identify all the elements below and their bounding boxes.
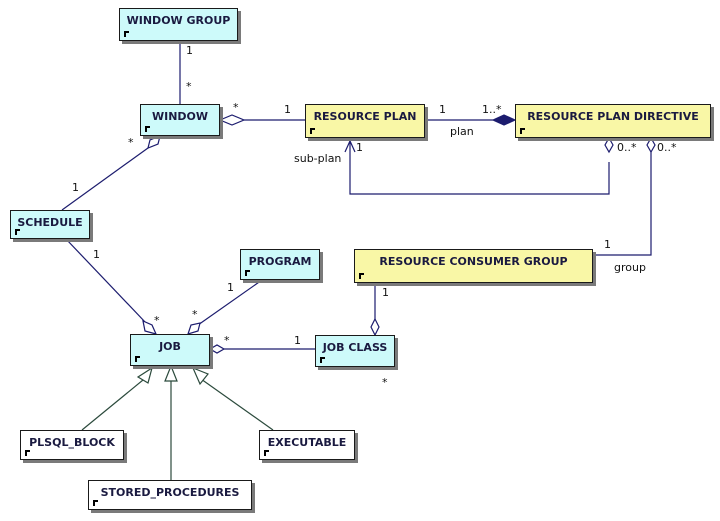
- window-schedule-line: [61, 147, 149, 211]
- group-line: [593, 152, 652, 256]
- entity-corner-icon: [264, 450, 269, 456]
- directive-subplan-diamond: [604, 136, 614, 154]
- window-schedule-diamond: [147, 135, 161, 149]
- entity-job[interactable]: JOB: [130, 334, 210, 366]
- entity-corner-icon: [135, 356, 140, 362]
- multiplicity-label: *: [128, 136, 134, 149]
- multiplicity-label: 1: [439, 103, 446, 116]
- entity-corner-icon: [245, 270, 250, 276]
- entity-stored-procedures-title: STORED_PROCEDURES: [100, 486, 240, 499]
- entity-corner-icon: [359, 273, 364, 279]
- plsql-generalization-arrow: [136, 366, 153, 384]
- entity-corner-icon: [124, 31, 129, 37]
- entity-program[interactable]: PROGRAM: [240, 249, 320, 280]
- multiplicity-label: 1: [294, 334, 301, 347]
- entity-window-group[interactable]: WINDOW GROUP: [119, 8, 238, 41]
- window-aggregation-diamond: [218, 114, 246, 126]
- role-label-group: group: [614, 261, 646, 274]
- rcg-class-diamond: [370, 317, 380, 337]
- entity-resource-plan-directive-title: RESOURCE PLAN DIRECTIVE: [527, 110, 699, 123]
- directive-composition-diamond[interactable]: [491, 114, 517, 126]
- entity-program-title: PROGRAM: [248, 255, 312, 268]
- entity-job-class-title: JOB CLASS: [322, 341, 388, 354]
- entity-corner-icon: [93, 500, 98, 506]
- entity-plsql-block-title: PLSQL_BLOCK: [29, 436, 115, 449]
- entity-plsql-block[interactable]: PLSQL_BLOCK: [20, 430, 124, 460]
- entity-corner-icon: [15, 229, 20, 235]
- multiplicity-label: *: [382, 376, 388, 389]
- entity-executable-title: EXECUTABLE: [267, 436, 347, 449]
- executable-generalization-arrow: [191, 366, 209, 386]
- multiplicity-label: *: [192, 308, 198, 321]
- multiplicity-label: 0..*: [657, 141, 677, 154]
- entity-window-group-title: WINDOW GROUP: [126, 14, 231, 27]
- entity-corner-icon: [25, 450, 30, 456]
- multiplicity-label: 1: [356, 141, 363, 154]
- entity-schedule-title: SCHEDULE: [17, 216, 83, 229]
- entity-corner-icon: [145, 126, 150, 132]
- entity-job-class[interactable]: JOB CLASS: [315, 335, 395, 367]
- subplan-line: [349, 141, 610, 195]
- multiplicity-label: 1: [72, 181, 79, 194]
- directive-group-diamond: [646, 136, 656, 154]
- multiplicity-label: 1: [227, 281, 234, 294]
- multiplicity-label: 1: [382, 286, 389, 299]
- multiplicity-label: 1: [93, 248, 100, 261]
- subplan-arrowhead: [344, 139, 356, 153]
- job-class-diamond: [208, 344, 226, 354]
- entity-corner-icon: [310, 128, 315, 134]
- stored-generalization-arrow: [164, 364, 178, 382]
- multiplicity-label: 0..*: [617, 141, 637, 154]
- entity-resource-plan-directive[interactable]: RESOURCE PLAN DIRECTIVE: [515, 104, 711, 138]
- schedule-job-diamond: [142, 319, 158, 335]
- schedule-job-line: [65, 238, 147, 324]
- multiplicity-label: *: [186, 80, 192, 93]
- multiplicity-label: 1..*: [482, 103, 502, 116]
- multiplicity-label: 1: [186, 44, 193, 57]
- multiplicity-label: 1: [284, 103, 291, 116]
- entity-resource-plan[interactable]: RESOURCE PLAN: [305, 104, 425, 138]
- entity-resource-plan-title: RESOURCE PLAN: [313, 110, 417, 123]
- entity-window-title: WINDOW: [151, 110, 209, 123]
- multiplicity-label: *: [233, 101, 239, 114]
- multiplicity-label: 1: [604, 238, 611, 251]
- entity-stored-procedures[interactable]: STORED_PROCEDURES: [88, 480, 252, 510]
- plsql-generalization-line: [81, 379, 144, 431]
- entity-window[interactable]: WINDOW: [140, 104, 220, 136]
- multiplicity-label: *: [154, 314, 160, 327]
- entity-corner-icon: [320, 357, 325, 363]
- multiplicity-label: *: [224, 334, 230, 347]
- entity-schedule[interactable]: SCHEDULE: [10, 210, 90, 239]
- role-label-plan: plan: [450, 125, 474, 138]
- entity-job-title: JOB: [159, 340, 181, 353]
- entity-executable[interactable]: EXECUTABLE: [259, 430, 355, 460]
- program-job-line: [197, 279, 263, 326]
- entity-resource-consumer-group[interactable]: RESOURCE CONSUMER GROUP: [354, 249, 593, 283]
- role-label-sub-plan: sub-plan: [294, 152, 342, 165]
- program-job-diamond: [187, 322, 201, 335]
- entity-corner-icon: [520, 128, 525, 134]
- executable-generalization-line: [200, 378, 274, 431]
- entity-resource-consumer-group-title: RESOURCE CONSUMER GROUP: [379, 255, 568, 268]
